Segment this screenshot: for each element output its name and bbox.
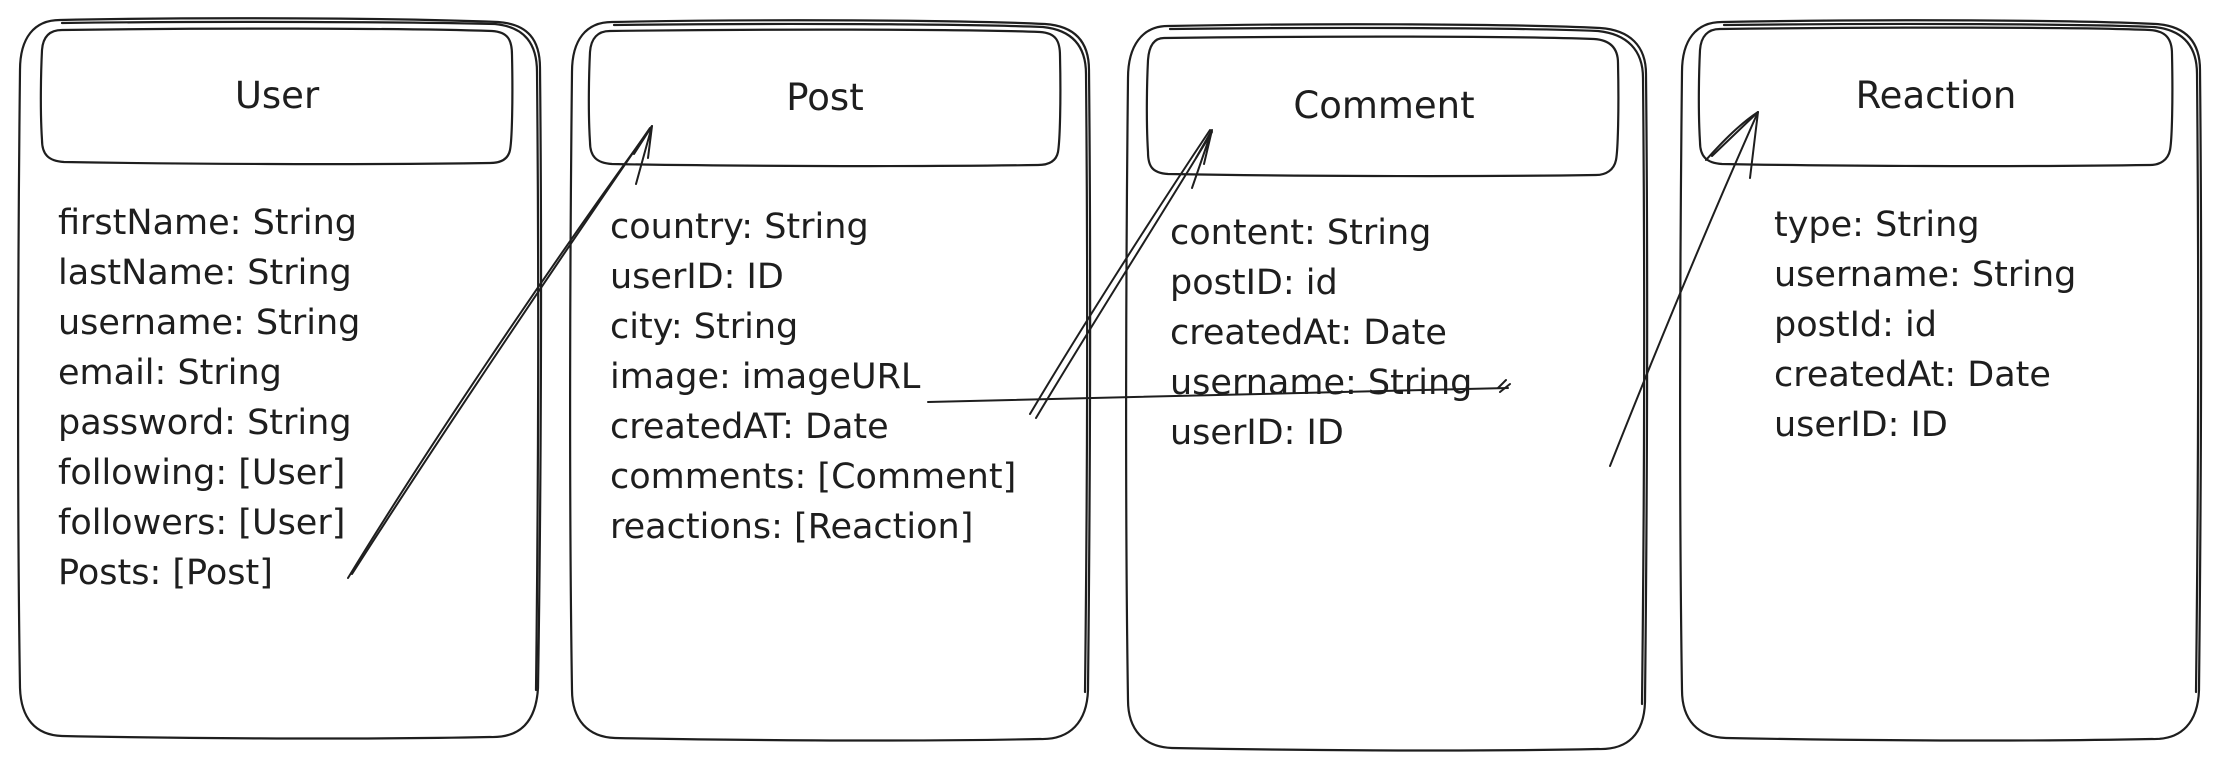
entity-reaction-header	[1697, 26, 2174, 168]
arrow-line	[1029, 129, 1211, 415]
entity-post-header	[587, 28, 1062, 168]
entity-user-header	[39, 27, 514, 166]
entity-comment-card	[1125, 23, 1649, 752]
field-row: content: String	[1170, 213, 1431, 253]
field-row: image: imageURL	[610, 357, 921, 397]
field-row: postID: id	[1170, 263, 1338, 303]
entity-post: Post country: String userID: ID city: St…	[569, 19, 1092, 742]
entity-user-card-overdraw	[60, 20, 540, 692]
field-row: password: String	[58, 403, 352, 443]
entity-reaction: Reaction type: String username: String p…	[1679, 19, 2203, 742]
field-row: userID: ID	[1170, 413, 1344, 453]
field-row: username: String	[58, 303, 360, 343]
relationship-user-posts-to-post	[347, 125, 653, 579]
arrowhead	[1711, 111, 1759, 179]
field-row: username: String	[1170, 363, 1472, 403]
entity-comment-card-overdraw	[1168, 26, 1646, 706]
entity-reaction-fields: type: String username: String postId: id…	[1774, 205, 2076, 445]
arrow-line	[1609, 111, 1759, 467]
entity-post-card	[569, 19, 1092, 742]
arrowhead	[633, 125, 653, 185]
field-row: userID: ID	[610, 257, 784, 297]
entity-user-title: User	[235, 74, 320, 117]
field-row: reactions: [Reaction]	[610, 507, 973, 547]
field-row: createdAT: Date	[610, 407, 889, 447]
field-row: postId: id	[1774, 305, 1937, 345]
field-row: Posts: [Post]	[58, 553, 273, 593]
entity-reaction-title: Reaction	[1856, 74, 2017, 117]
entity-comment-title: Comment	[1293, 84, 1474, 127]
field-row: following: [User]	[58, 453, 345, 493]
entity-user-card	[17, 17, 543, 740]
entity-comment-fields: content: String postID: id createdAt: Da…	[1170, 213, 1472, 453]
field-row: firstName: String	[58, 203, 357, 243]
entity-user-fields: firstName: String lastName: String usern…	[58, 203, 360, 593]
relationship-post-reactions-to-reaction	[1609, 111, 1759, 467]
entity-post-title: Post	[786, 76, 863, 119]
field-row: followers: [User]	[58, 503, 345, 543]
entity-post-card-overdraw	[612, 22, 1089, 694]
entity-user: User firstName: String lastName: String …	[17, 17, 543, 740]
entity-reaction-card	[1679, 19, 2203, 742]
entity-reaction-card-overdraw	[1722, 22, 2200, 694]
arrow-line-overdraw	[351, 127, 651, 575]
entity-comment-header	[1145, 35, 1620, 178]
field-row: username: String	[1774, 255, 2076, 295]
connector-line-tail	[1497, 379, 1511, 393]
field-row: createdAt: Date	[1774, 355, 2051, 395]
field-row: type: String	[1774, 205, 1980, 245]
field-row: city: String	[610, 307, 798, 347]
field-row: lastName: String	[58, 253, 352, 293]
arrowhead	[1191, 129, 1213, 189]
arrow-line-overdraw	[1035, 131, 1213, 419]
field-row: comments: [Comment]	[610, 457, 1016, 497]
field-row: email: String	[58, 353, 282, 393]
field-row: userID: ID	[1774, 405, 1948, 445]
relationship-post-comments-to-comment	[1029, 129, 1213, 419]
arrow-line	[347, 125, 653, 579]
field-row: createdAt: Date	[1170, 313, 1447, 353]
field-row: country: String	[610, 207, 869, 247]
entity-post-fields: country: String userID: ID city: String …	[610, 207, 1016, 547]
entity-comment: Comment content: String postID: id creat…	[1125, 23, 1649, 752]
